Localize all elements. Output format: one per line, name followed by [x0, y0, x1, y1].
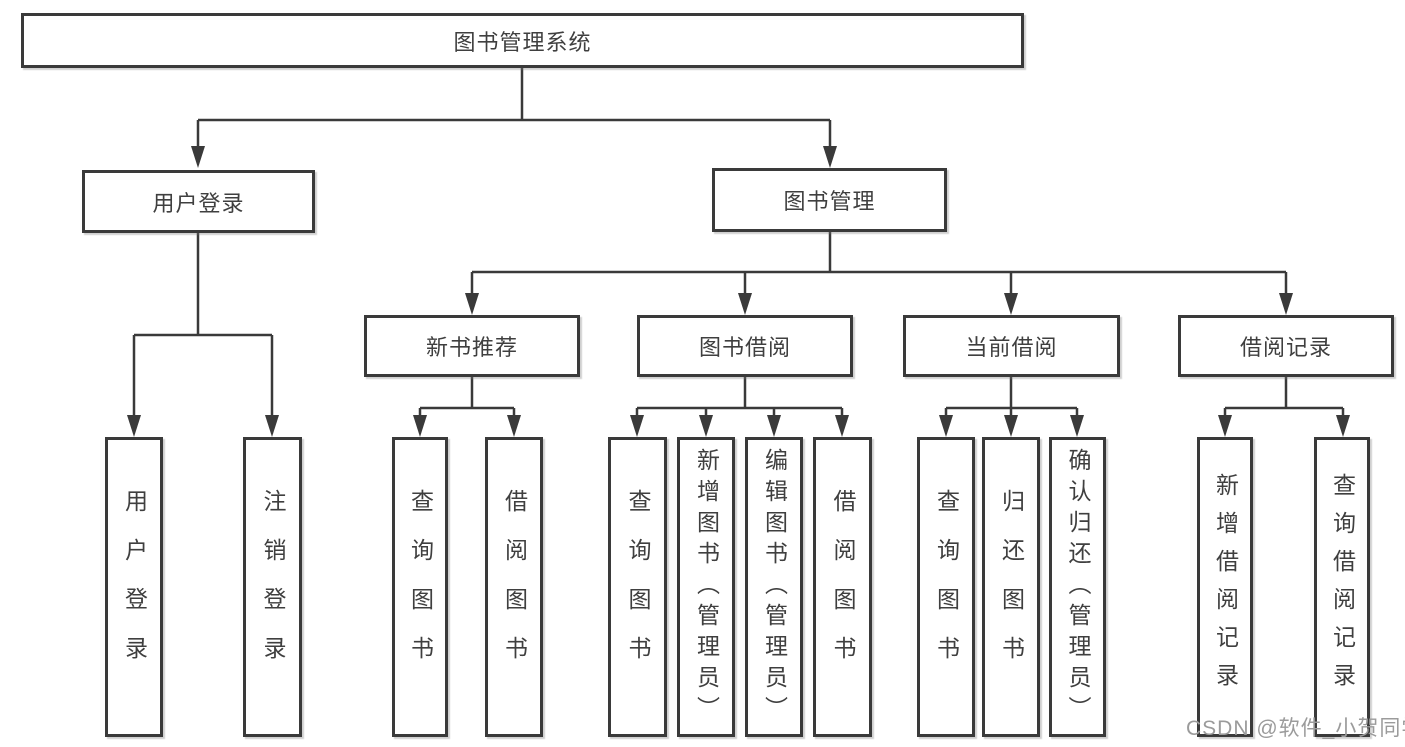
node-borrow-records: 借阅记录	[1178, 315, 1394, 377]
node-book-management: 图书管理	[712, 168, 947, 232]
leaf-label: 确认归还（管理员）	[1065, 447, 1091, 727]
leaf-label: 查询图书	[933, 489, 960, 685]
leaf-query-books-recommend: 查询图书	[392, 437, 448, 737]
node-new-book-recommend: 新书推荐	[364, 315, 580, 377]
leaf-add-borrow-record: 新增借阅记录	[1197, 437, 1253, 737]
node-label: 图书管理系统	[453, 29, 592, 55]
leaf-edit-book-admin: 编辑图书（管理员）	[745, 437, 803, 737]
leaf-label: 查询图书	[625, 489, 651, 685]
leaf-query-books-current: 查询图书	[917, 437, 975, 737]
csdn-watermark: CSDN @软件_小贺同学	[1186, 717, 1405, 740]
leaf-label: 新增借阅记录	[1212, 473, 1239, 701]
leaf-query-books-borrow: 查询图书	[608, 437, 667, 737]
leaf-label: 借阅图书	[501, 489, 528, 685]
leaf-borrow-books: 借阅图书	[813, 437, 872, 737]
leaf-label: 查询借阅记录	[1329, 473, 1356, 701]
node-label: 图书管理	[783, 189, 876, 214]
node-label: 用户登录	[152, 190, 245, 216]
leaf-label: 新增图书（管理员）	[693, 447, 720, 727]
leaf-add-book-admin: 新增图书（管理员）	[677, 437, 735, 737]
leaf-borrow-books-recommend: 借阅图书	[485, 437, 543, 737]
node-book-borrow: 图书借阅	[637, 315, 853, 377]
leaf-query-borrow-record: 查询借阅记录	[1314, 437, 1370, 737]
node-label: 新书推荐	[425, 335, 518, 360]
leaf-return-book: 归还图书	[982, 437, 1040, 737]
node-label: 当前借阅	[965, 335, 1058, 360]
leaf-user-login: 用户登录	[105, 437, 163, 737]
leaf-label: 编辑图书（管理员）	[761, 447, 788, 727]
leaf-label: 用户登录	[121, 489, 148, 685]
node-library-management-system: 图书管理系统	[21, 13, 1024, 68]
node-label: 借阅记录	[1239, 335, 1332, 360]
leaf-label: 查询图书	[407, 489, 434, 685]
node-user-login: 用户登录	[82, 170, 315, 233]
leaf-label: 注销登录	[260, 489, 286, 685]
leaf-label: 借阅图书	[830, 489, 856, 685]
node-current-borrow: 当前借阅	[903, 315, 1120, 377]
node-label: 图书借阅	[698, 335, 791, 360]
leaf-logout: 注销登录	[243, 437, 302, 737]
leaf-label: 归还图书	[998, 489, 1025, 685]
leaf-confirm-return-admin: 确认归还（管理员）	[1049, 437, 1106, 737]
